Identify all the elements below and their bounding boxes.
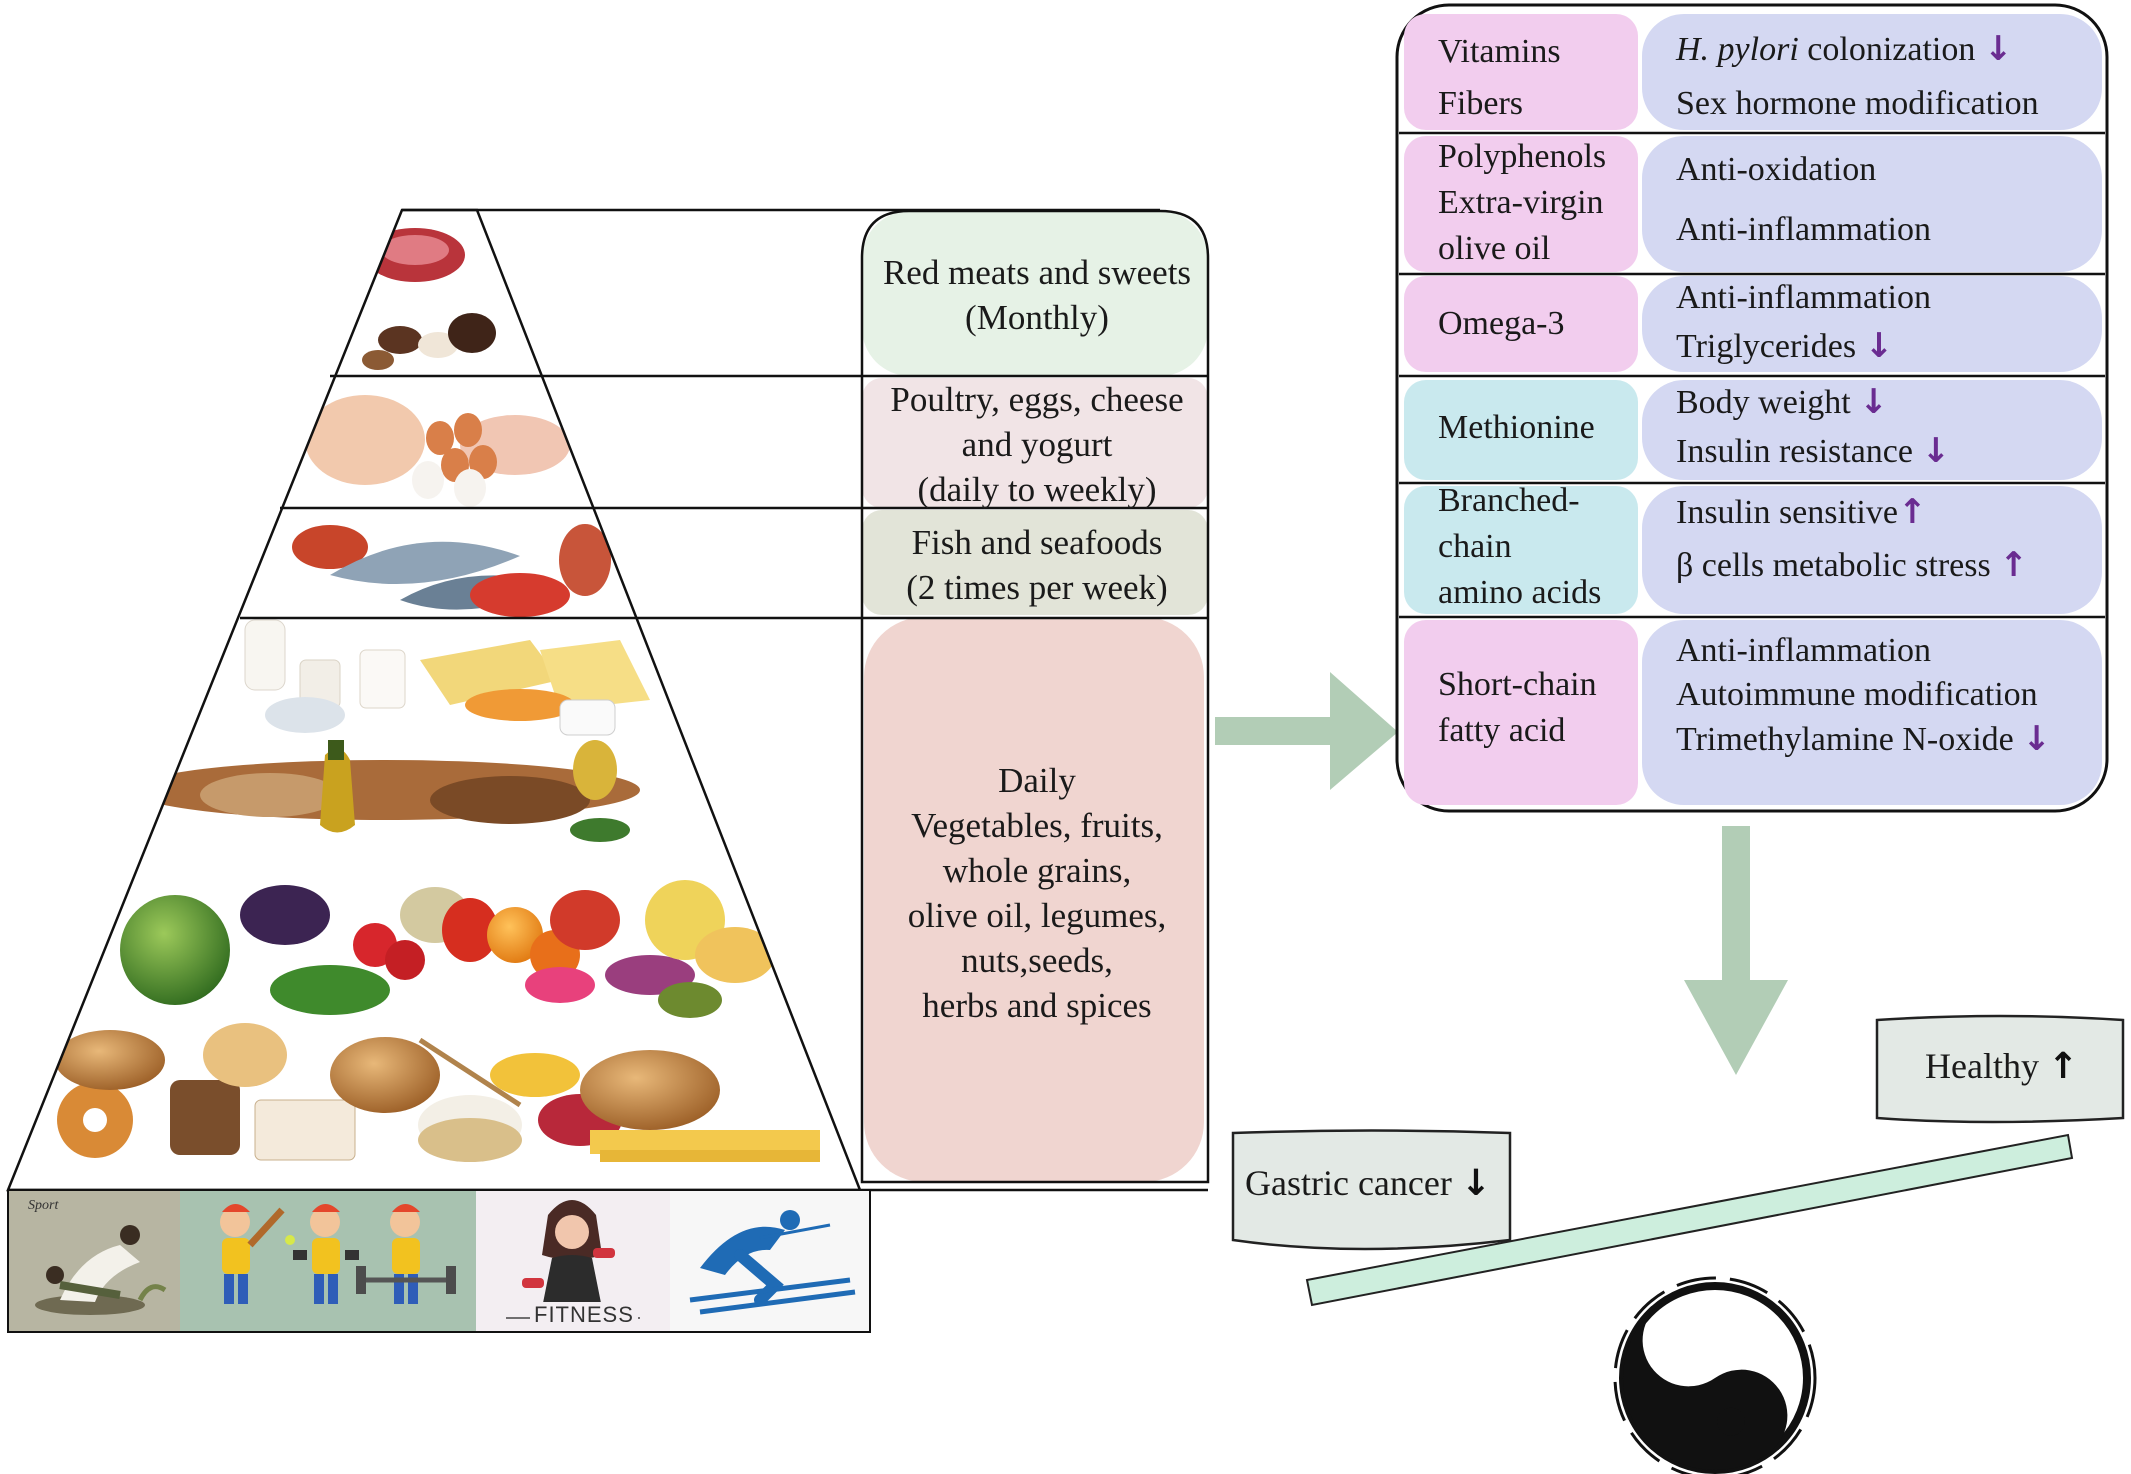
effect-line: Trimethylamine N-oxide ↓ (1676, 717, 2051, 762)
yin-yang-icon (1613, 1276, 1817, 1474)
healthy-text: Healthy (1925, 1046, 2039, 1086)
skier-icon (689, 1210, 856, 1315)
effect-line: Insulin resistance ↓ (1676, 427, 1950, 476)
tier-backgrounds (862, 211, 1208, 1182)
skiing-panel (670, 1190, 870, 1332)
down-arrow-icon: ↓ (1921, 431, 1951, 471)
cell-bg-omega3 (1404, 276, 1638, 372)
effect-line: Anti-inflammation (1676, 279, 1931, 316)
up-arrow-icon: ↑ (1897, 492, 1927, 532)
effect-text: Insulin sensitive (1676, 494, 1898, 531)
down-arrow-icon (1684, 826, 1788, 1075)
exercise-strip (7, 1189, 871, 1333)
olive-oil-icon (320, 748, 355, 833)
effect-text: β cells metabolic stress (1676, 547, 1991, 584)
effect-text: Body weight (1676, 384, 1851, 421)
effect-line: Anti-oxidation (1676, 151, 1877, 188)
tier-fish-text: Fish and seafoods(2 times per week) (906, 523, 1168, 607)
cell-bg-effects-4 (1642, 380, 2102, 480)
up-arrow-icon: ↑ (2047, 1046, 2079, 1087)
cell-bg-effects-5 (1642, 486, 2102, 614)
right-arrow-icon (1215, 672, 1398, 790)
effect-line: Body weight ↓ (1676, 378, 1950, 427)
cell-bg-effects-1 (1642, 14, 2102, 130)
effects-polyphenols: Anti-oxidation Anti-inflammation (1676, 140, 1931, 260)
crab-icon (292, 525, 368, 569)
cheese-icon (420, 640, 560, 705)
effects-vitamins: H. pylori colonization ↓ Sex hormone mod… (1676, 22, 2039, 131)
nutrient-omega3: Omega-3 (1438, 305, 1565, 342)
effect-line: Sex hormone modification (1676, 85, 2039, 122)
down-arrow-icon: ↓ (1864, 326, 1894, 366)
healthy-label: Healthy ↑ (1925, 1045, 2078, 1087)
effects-bcaa: Insulin sensitive↑ β cells metabolic str… (1676, 486, 2028, 592)
effect-text: Insulin resistance (1676, 433, 1913, 470)
sport-caption: Sport (28, 1198, 59, 1213)
kid-barbell-icon (356, 1204, 456, 1304)
orange-icon (487, 907, 543, 963)
effect-italic: H. pylori (1676, 31, 1799, 68)
down-arrow-icon: ↓ (1983, 29, 2013, 69)
poultry-icon (305, 395, 425, 485)
kid-dumbbell-icon (293, 1204, 359, 1304)
tier-bg-fish (862, 510, 1208, 615)
cell-bg-effects-2 (1642, 136, 2102, 272)
gastric-cancer-text: Gastric cancer (1245, 1163, 1452, 1203)
cabbage-icon (120, 895, 230, 1005)
down-arrow-icon: ↓ (2022, 719, 2051, 759)
effect-line: H. pylori colonization ↓ (1676, 29, 2013, 69)
bread-icon (170, 1080, 240, 1155)
effects-omega3: Anti-inflammation Triglycerides ↓ (1676, 274, 1931, 371)
effect-line: Triglycerides ↓ (1676, 322, 1931, 371)
cell-bg-polyphenols (1404, 136, 1638, 272)
corn-icon (490, 1053, 580, 1097)
balance (1231, 1014, 2125, 1474)
gastric-cancer-label: Gastric cancer ↓ (1245, 1162, 1491, 1204)
up-arrow-icon: ↑ (1999, 545, 2028, 585)
effect-line: Anti-inflammation (1676, 632, 1931, 669)
effects-scfa: Anti-inflammation Autoimmune modificatio… (1676, 629, 2051, 762)
down-arrow-icon: ↓ (1460, 1163, 1492, 1204)
milk-bottle-icon (244, 619, 286, 691)
cell-bg-bcaa (1404, 486, 1638, 614)
effects-methionine: Body weight ↓ Insulin resistance ↓ (1676, 378, 1950, 476)
cell-bg-vitamins (1404, 14, 1638, 130)
fitness-woman-icon (522, 1200, 615, 1313)
gastric-cancer-box (1231, 1129, 1512, 1251)
cell-bg-effects-6 (1642, 620, 2102, 805)
tier-bg-red-meat (862, 211, 1208, 376)
cell-bg-methionine (1404, 380, 1638, 480)
food-illustrations (55, 228, 820, 1162)
tier-red-meat-text: Red meats and sweets(Monthly) (882, 253, 1192, 337)
nutrient-methionine: Methionine (1438, 409, 1595, 446)
fish-icon (330, 541, 520, 585)
effect-text: Triglycerides (1676, 328, 1857, 365)
cell-bg-effects-3 (1642, 276, 2102, 372)
nutrient-table (1395, 3, 2109, 813)
healthy-box (1875, 1014, 2125, 1124)
effect-line: Autoimmune modification (1676, 676, 2038, 713)
effect-text: Trimethylamine N-oxide (1676, 721, 2014, 758)
effect-line: β cells metabolic stress ↑ (1676, 539, 2028, 592)
kid-baseball-icon (220, 1204, 295, 1304)
balance-beam (1305, 1133, 2074, 1307)
eggplant-icon (240, 885, 330, 945)
effect-line: Anti-inflammation (1676, 211, 1931, 248)
effect-line: Insulin sensitive↑ (1676, 486, 2028, 539)
down-arrow-icon: ↓ (1859, 382, 1888, 422)
cell-bg-scfa (1404, 620, 1638, 805)
sweets-icon (378, 326, 422, 354)
tier-bg-poultry (862, 378, 1208, 508)
tier-bg-daily (864, 617, 1204, 1182)
fitness-caption: FITNESS (530, 1302, 638, 1328)
